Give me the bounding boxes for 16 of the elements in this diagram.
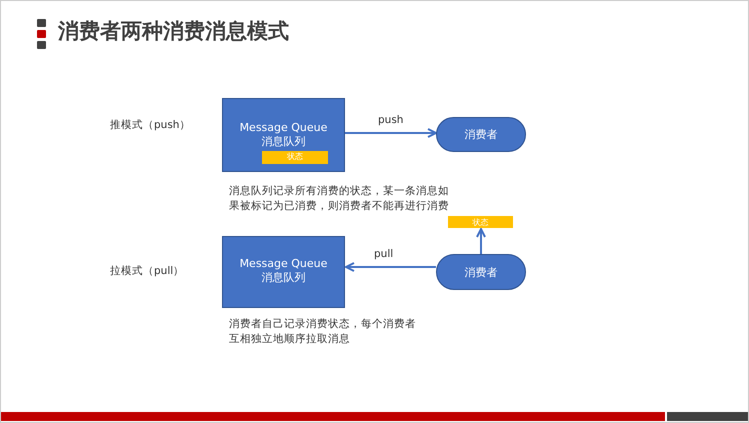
edge-label: push [376, 114, 406, 126]
consumer-pill: 消费者 [436, 117, 526, 152]
slide-title: 消费者两种消费消息模式 [58, 18, 289, 45]
queue-box: Message Queue 消息队列 状态 [222, 98, 345, 172]
status-tag: 状态 [262, 151, 328, 164]
status-tag: 状态 [448, 216, 513, 228]
note-text: 消息队列记录所有消费的状态，某一条消息如果被标记为已消费，则消费者不能再进行消费 [229, 184, 450, 214]
note-text: 消费者自己记录消费状态，每个消费者互相独立地顺序拉取消息 [229, 317, 417, 346]
edge-label: pull [372, 248, 396, 260]
mode-label: 拉模式（pull） [110, 264, 184, 279]
arrow [345, 262, 436, 272]
mode-label: 推模式（push） [110, 118, 190, 133]
arrow [345, 128, 437, 138]
arrow [476, 228, 486, 254]
queue-box: Message Queue 消息队列 [222, 236, 345, 308]
consumer-pill: 消费者 [436, 254, 526, 290]
